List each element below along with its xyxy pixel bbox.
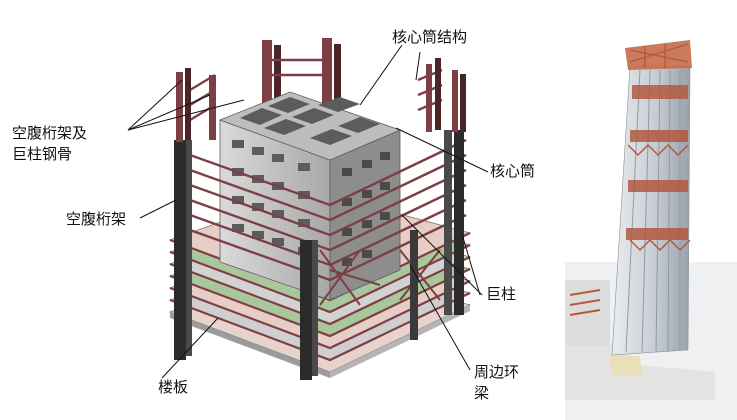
- vierendeel-trusses: [175, 58, 467, 282]
- structural-system-model: [168, 38, 472, 380]
- label-core-tube: 核心筒: [490, 162, 536, 180]
- label-vierendeel-truss: 空腹桁架: [66, 210, 127, 228]
- bracing: [319, 249, 441, 306]
- label-perimeter-ring-beam-line1: 周边环: [474, 363, 520, 381]
- label-mega-column: 巨柱: [486, 285, 517, 303]
- label-vierendeel-megacolumn-line2: 巨柱钢骨: [12, 145, 73, 163]
- label-perimeter-ring-beam-line2: 梁: [474, 384, 490, 402]
- label-core-structure: 核心筒结构: [392, 28, 468, 46]
- label-vierendeel-megacolumn-line1: 空腹桁架及: [12, 124, 88, 142]
- leader-lines: [127, 44, 489, 379]
- tower-rendering: [565, 40, 737, 420]
- label-floor-slab: 楼板: [158, 378, 189, 396]
